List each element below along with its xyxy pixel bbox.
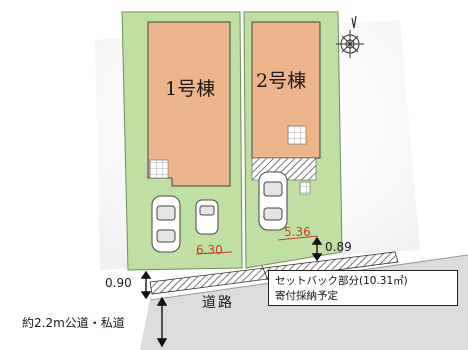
road-label: 道路: [202, 295, 234, 311]
car-icon: [151, 171, 288, 253]
callout-line-2: 寄付採納予定: [275, 290, 338, 302]
lot-1-label: 1号棟: [165, 78, 216, 100]
building-1: [147, 21, 231, 187]
building-2: [251, 21, 321, 159]
setback-left-label: 0.90: [105, 276, 132, 290]
setback-callout: セットバック部分(10.31㎡) 寄付採納予定: [268, 270, 458, 306]
callout-line-1: セットバック部分(10.31㎡): [275, 275, 408, 287]
lot-2-label: 2号棟: [256, 70, 307, 92]
setback-right-label: 0.89: [325, 240, 352, 254]
north-compass-icon: [336, 15, 364, 58]
dimension-arrow-icon: [140, 236, 323, 348]
road-type-label: 約2.2m公道・私道: [22, 316, 125, 330]
width-label-lot2: 5.36: [284, 225, 311, 239]
width-label-lot1: 6.30: [196, 243, 223, 257]
